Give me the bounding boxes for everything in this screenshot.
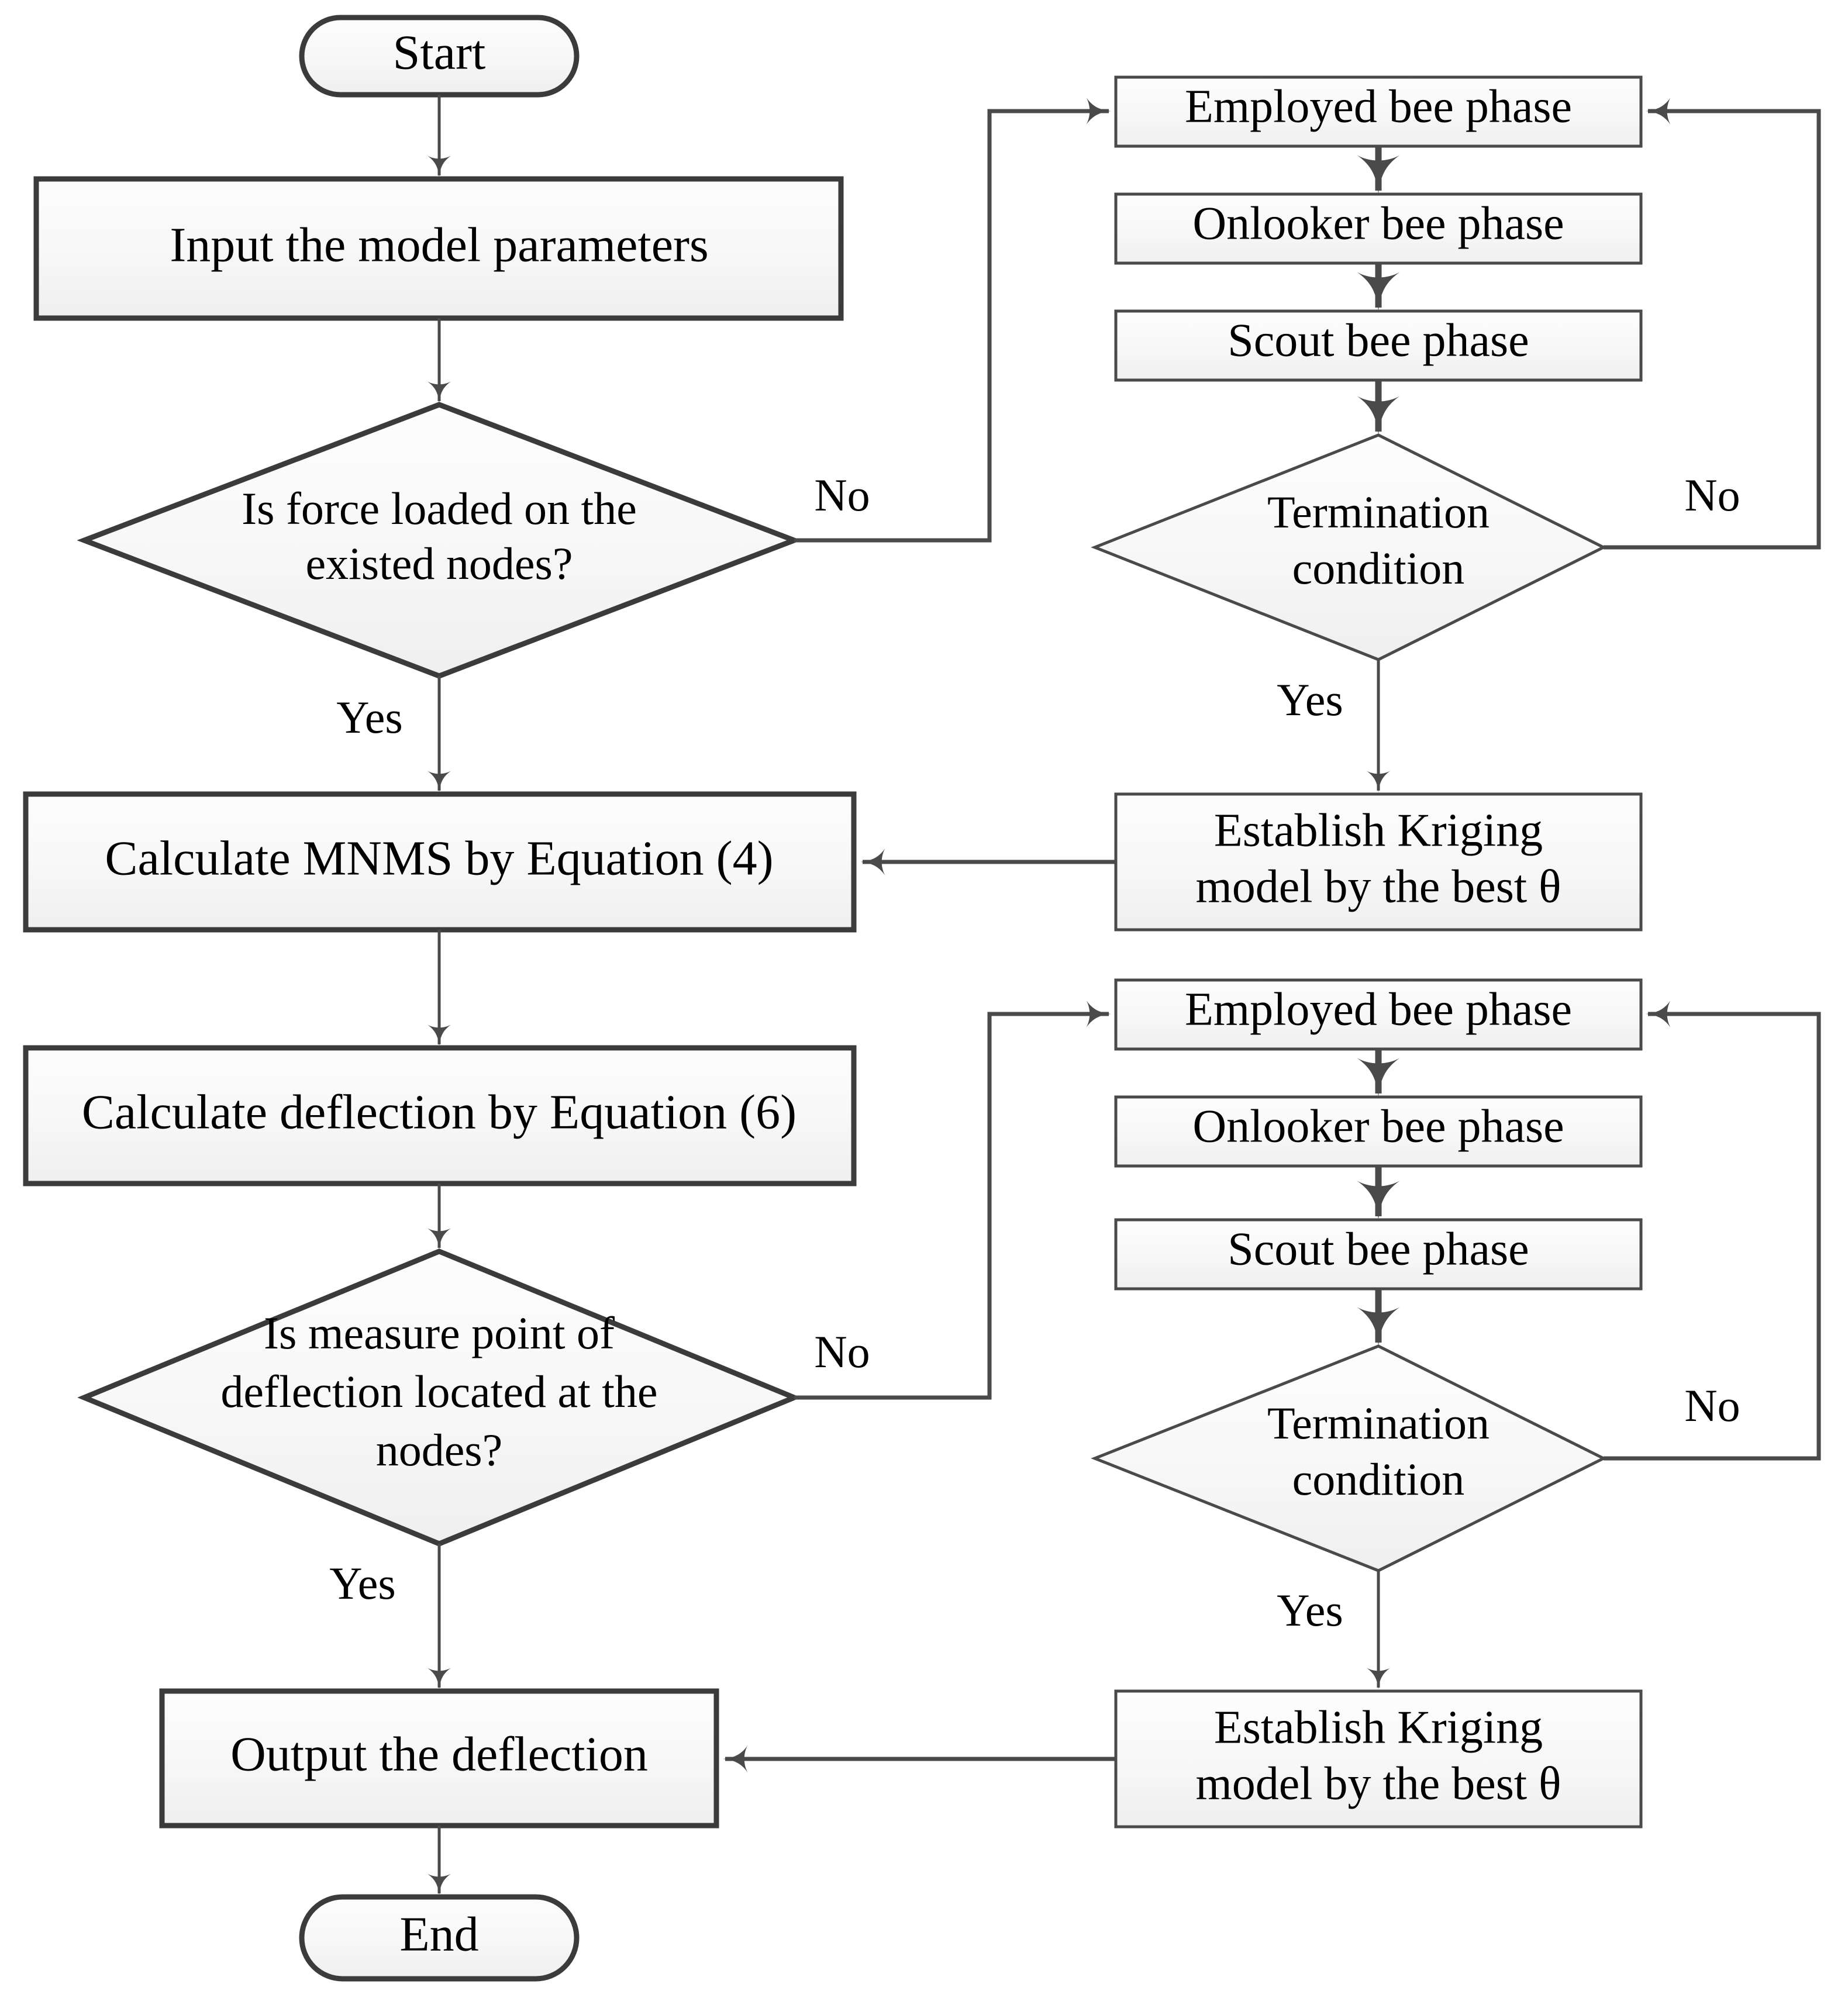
node-measure-decision[interactable]: Is measure point of deflection located a…	[77, 1248, 801, 1547]
edge-label-force-no: No	[814, 470, 870, 520]
node-onlooker-bee-2-label: Onlooker bee phase	[1192, 1101, 1564, 1152]
edge-label-measure-no: No	[814, 1326, 870, 1377]
edge-force-no-to-employed-bee-1	[794, 97, 1111, 543]
node-employed-bee-1[interactable]: Employed bee phase	[1114, 75, 1643, 148]
edge-termination-1-no-loop	[1604, 97, 1821, 550]
node-termination-2-label-line2: condition	[1292, 1454, 1465, 1505]
node-end[interactable]: End	[299, 1894, 580, 1982]
node-calc-mnms-label: Calculate MNMS by Equation (4)	[105, 831, 773, 885]
node-employed-bee-2-label: Employed bee phase	[1185, 984, 1572, 1035]
node-employed-bee-1-label: Employed bee phase	[1185, 81, 1572, 132]
node-employed-bee-2[interactable]: Employed bee phase	[1114, 978, 1643, 1051]
node-onlooker-bee-1-label: Onlooker bee phase	[1192, 198, 1564, 249]
node-termination-1[interactable]: Termination condition	[1091, 433, 1607, 661]
node-scout-bee-2-label: Scout bee phase	[1228, 1223, 1529, 1275]
node-onlooker-bee-2[interactable]: Onlooker bee phase	[1114, 1095, 1643, 1168]
node-scout-bee-1-label: Scout bee phase	[1228, 315, 1529, 366]
node-measure-decision-label-line3: nodes?	[376, 1424, 503, 1475]
node-calc-deflection-label: Calculate deflection by Equation (6)	[82, 1085, 797, 1139]
node-termination-1-label-line1: Termination	[1267, 487, 1490, 537]
node-kriging-2-label-line1: Establish Kriging	[1214, 1702, 1543, 1753]
node-scout-bee-2[interactable]: Scout bee phase	[1114, 1218, 1643, 1291]
node-start[interactable]: Start	[299, 15, 580, 98]
node-kriging-1[interactable]: Establish Kriging model by the best θ	[1114, 792, 1643, 932]
node-calc-deflection[interactable]: Calculate deflection by Equation (6)	[23, 1045, 857, 1186]
node-termination-2-label-line1: Termination	[1267, 1398, 1490, 1448]
edge-measure-no-to-employed-bee-2	[794, 1000, 1111, 1400]
node-start-label: Start	[393, 25, 486, 80]
edge-label-termination-1-yes: Yes	[1277, 674, 1343, 725]
node-force-decision[interactable]: Is force loaded on the existed nodes?	[77, 402, 802, 679]
node-termination-1-label-line2: condition	[1292, 543, 1465, 594]
edge-label-termination-2-no: No	[1684, 1380, 1740, 1431]
node-output-deflection-label: Output the deflection	[230, 1727, 648, 1781]
node-kriging-1-label-line1: Establish Kriging	[1214, 805, 1543, 856]
node-kriging-2[interactable]: Establish Kriging model by the best θ	[1114, 1689, 1643, 1829]
edge-label-termination-2-yes: Yes	[1277, 1585, 1343, 1636]
edge-label-measure-yes: Yes	[329, 1558, 396, 1609]
node-end-label: End	[399, 1907, 478, 1961]
node-termination-2[interactable]: Termination condition	[1091, 1344, 1607, 1572]
node-input-params-label: Input the model parameters	[170, 218, 708, 272]
node-kriging-2-label-line2: model by the best θ	[1196, 1758, 1561, 1809]
node-scout-bee-1[interactable]: Scout bee phase	[1114, 309, 1643, 382]
node-onlooker-bee-1[interactable]: Onlooker bee phase	[1114, 192, 1643, 265]
node-calc-mnms[interactable]: Calculate MNMS by Equation (4)	[23, 791, 857, 933]
node-kriging-1-label-line2: model by the best θ	[1196, 861, 1561, 912]
node-force-decision-label-line1: Is force loaded on the	[242, 483, 637, 534]
node-input-params[interactable]: Input the model parameters	[33, 176, 844, 321]
edge-label-force-yes: Yes	[336, 692, 403, 743]
edge-label-termination-1-no: No	[1684, 470, 1740, 520]
node-force-decision-label-line2: existed nodes?	[305, 538, 573, 589]
edge-termination-2-no-loop	[1604, 1000, 1821, 1461]
node-measure-decision-label-line1: Is measure point of	[264, 1308, 615, 1358]
node-output-deflection[interactable]: Output the deflection	[159, 1688, 719, 1829]
node-measure-decision-label-line2: deflection located at the	[220, 1366, 657, 1417]
